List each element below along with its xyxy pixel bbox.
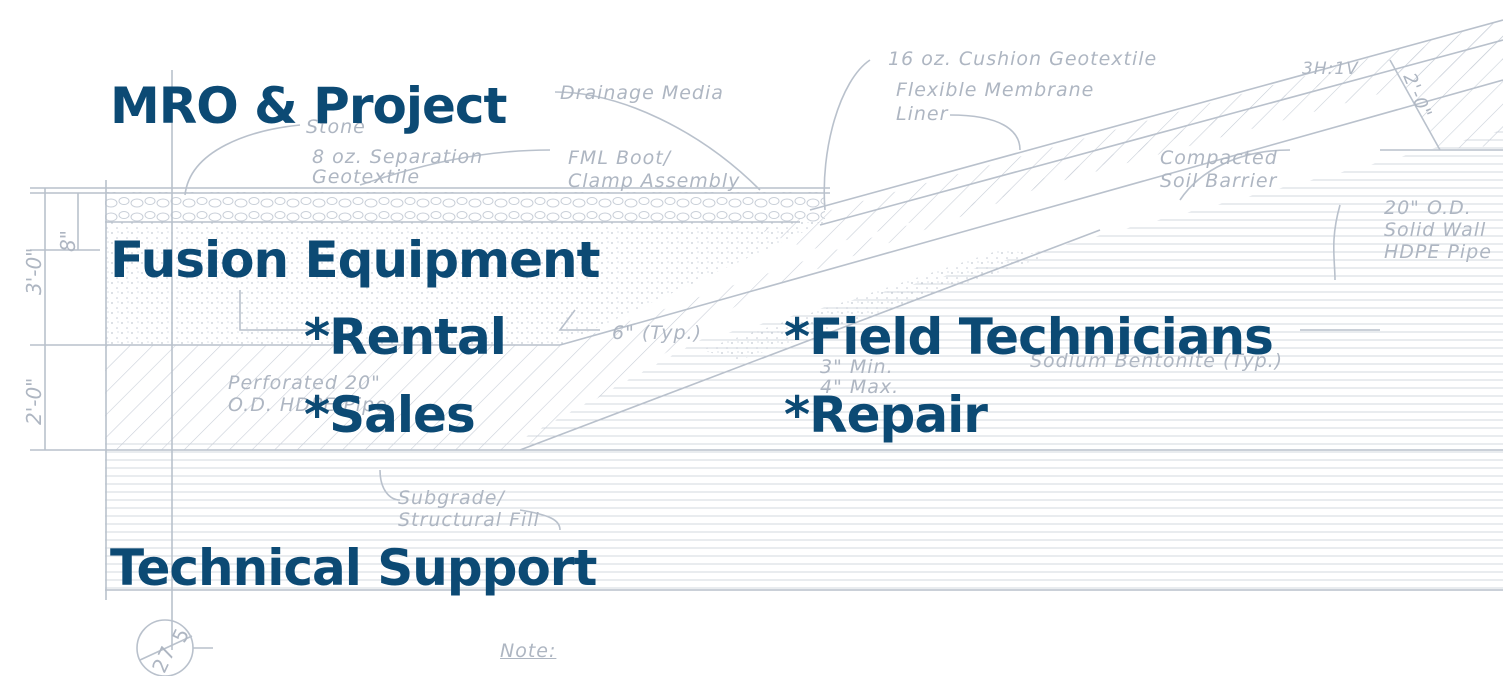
drainage-layer: [105, 192, 1050, 360]
headline-technical-support: Technical Support: [110, 539, 597, 597]
label-note: Note:: [500, 640, 557, 662]
label-pipe-3: HDPE Pipe: [1384, 241, 1492, 263]
label-perforated-2: O.D. HDPE Pipe: [228, 394, 388, 416]
headline-repair: *Repair: [784, 386, 988, 444]
headline-fusion-equipment: Fusion Equipment: [110, 231, 600, 289]
label-cushion-geotextile: 16 oz. Cushion Geotextile: [888, 48, 1158, 70]
label-fml-boot-1: FML Boot/: [568, 147, 672, 169]
headline-sales: *Sales: [304, 386, 476, 444]
headline-mro-project: MRO & Project: [110, 77, 507, 135]
label-fml-boot-2: Clamp Assembly: [568, 170, 741, 192]
headline-field-technicians: *Field Technicians: [784, 308, 1274, 366]
dimension-8in: 8": [56, 230, 80, 252]
label-bentonite: Sodium Bentonite (Typ.): [1030, 350, 1284, 372]
label-compacted-1: Compacted: [1160, 147, 1278, 169]
dimension-3ft: 3'-0": [22, 247, 46, 295]
label-separation-geotextile-2: Geotextile: [312, 166, 421, 188]
label-compacted-2: Soil Barrier: [1160, 170, 1278, 192]
drawing-lines: [30, 19, 1503, 676]
label-slope: 3H:1V: [1302, 59, 1359, 79]
soil-layers: [105, 130, 1503, 590]
headline-rental: *Rental: [304, 308, 507, 366]
label-stone: Stone: [306, 116, 366, 138]
label-flexible-membrane: Flexible Membrane: [896, 79, 1095, 101]
label-subgrade-1: Subgrade/: [398, 487, 505, 509]
label-subgrade-2: Structural Fill: [398, 509, 540, 531]
label-min-3: 3" Min.: [820, 356, 894, 378]
compacted-soil-slope: [105, 20, 1503, 450]
label-pipe-1: 20" O.D.: [1384, 197, 1472, 219]
label-liner: Liner: [896, 103, 949, 125]
dimension-2ft: 2'-0": [22, 377, 46, 425]
label-separation-geotextile-1: 8 oz. Separation: [312, 146, 484, 168]
label-drainage-media: Drainage Media: [560, 82, 724, 104]
label-typ-6: 6" (Typ.): [612, 322, 702, 344]
label-max-4: 4" Max.: [820, 376, 900, 398]
label-pipe-2: Solid Wall: [1384, 219, 1487, 241]
label-perforated-1: Perforated 20": [228, 372, 381, 394]
